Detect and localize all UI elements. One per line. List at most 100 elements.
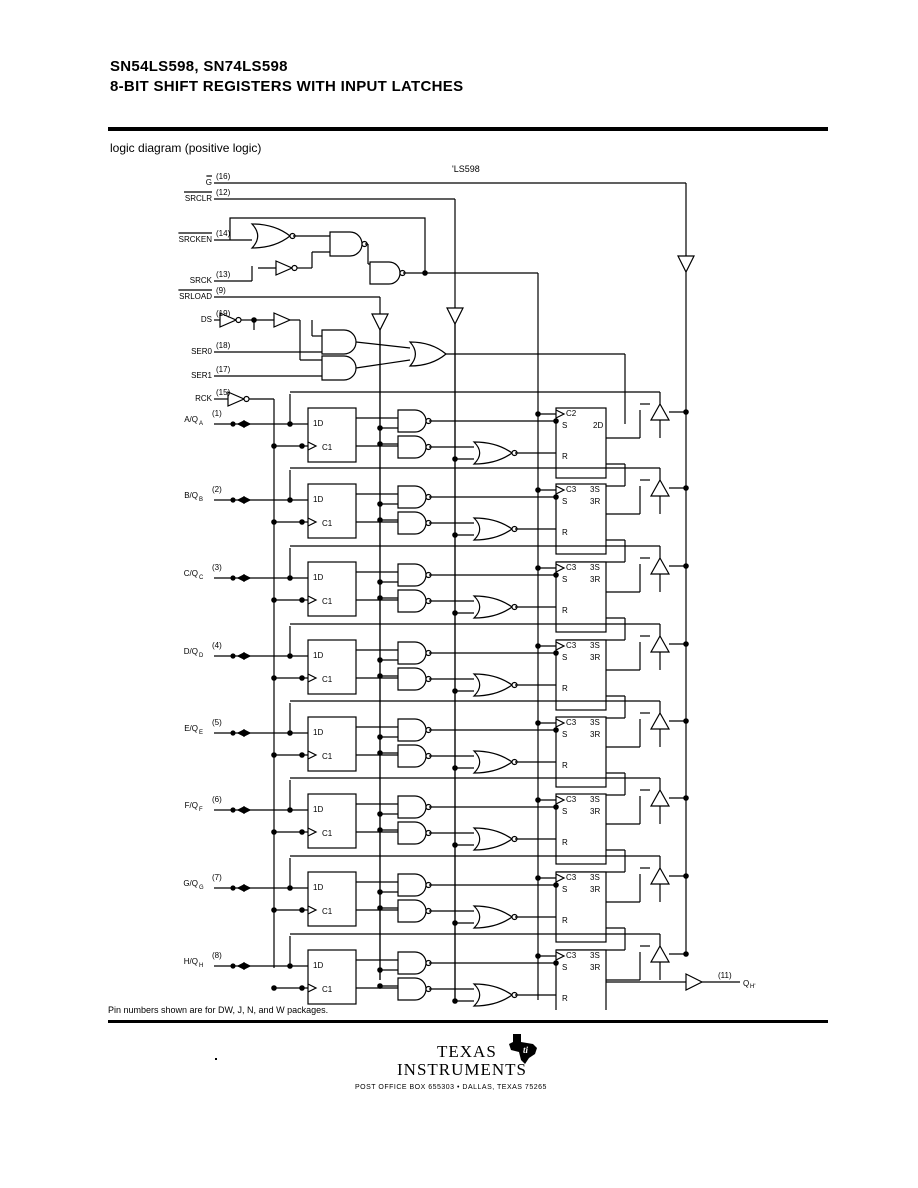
input-latch-b: [307, 483, 357, 539]
latch-c-label: C1: [322, 752, 333, 761]
input-latch-d: [307, 639, 357, 695]
junction-dot: [535, 487, 541, 493]
io-pin-label-g: G/Q: [183, 879, 198, 888]
io-pin-subscript: H: [199, 963, 203, 969]
io-pin-subscript: G: [199, 885, 204, 891]
junction-dot: [271, 829, 277, 835]
pin-number: (19): [216, 309, 231, 318]
junction-dot: [553, 572, 559, 578]
register-set-label: S: [562, 885, 567, 894]
wire: [229, 217, 426, 274]
pin-number: (4): [212, 641, 222, 650]
register-out-label: 3S: [590, 563, 600, 572]
junction-dot: [271, 519, 277, 525]
junction-dot: [271, 675, 277, 681]
clock-marker: [307, 827, 318, 837]
pin-number: (2): [212, 485, 222, 494]
reset-nand-gate: [397, 977, 427, 1001]
register-reset-label: R: [562, 528, 568, 537]
junction-dot: [553, 494, 559, 500]
input-label-g: G: [206, 178, 212, 187]
clock-marker: [555, 718, 566, 728]
texas-state-icon: ti: [509, 1034, 537, 1064]
input-label-ds: DS: [201, 315, 212, 324]
junction-dot: [683, 873, 689, 879]
ds-buffer: [273, 312, 292, 328]
latch-c-label: C1: [322, 829, 333, 838]
latch-c-label: C1: [322, 597, 333, 606]
srclr-buffer: [446, 307, 464, 326]
register-out-label: 3R: [590, 653, 600, 662]
junction-dot: [553, 960, 559, 966]
pin-number: (12): [216, 188, 231, 197]
io-pin-subscript: F: [199, 807, 203, 813]
latch-c-label: C1: [322, 519, 333, 528]
output-label: Q: [743, 979, 749, 988]
latch-d-label: 1D: [313, 651, 323, 660]
junction-dot: [271, 907, 277, 913]
input-latch-a: [307, 407, 357, 463]
latch-d-label: 1D: [313, 961, 323, 970]
shift-register-d: [555, 639, 607, 711]
junction-dot: [299, 907, 305, 913]
part-label: 'LS598: [452, 164, 480, 174]
pin-number: (1): [212, 409, 222, 418]
set-nand-gate: [397, 563, 427, 587]
pin-number: (9): [216, 286, 226, 295]
junction-dot: [535, 875, 541, 881]
clock-marker: [307, 905, 318, 915]
register-out-label: 3S: [590, 873, 600, 882]
company-address: POST OFFICE BOX 655303 • DALLAS, TEXAS 7…: [355, 1084, 547, 1091]
register-clock-label: C3: [566, 718, 577, 727]
latch-c-label: C1: [322, 675, 333, 684]
set-nand-gate: [397, 873, 427, 897]
pin-number: (18): [216, 341, 231, 350]
pin-number: (16): [216, 172, 231, 181]
register-set-label: S: [562, 421, 567, 430]
register-clock-label: C3: [566, 951, 577, 960]
clock-marker: [555, 873, 566, 883]
register-reset-label: R: [562, 606, 568, 615]
set-nand-gate: [397, 795, 427, 819]
junction-dot: [422, 270, 428, 276]
reset-nor-gate: [472, 517, 514, 541]
tristate-buffer-f: [649, 788, 671, 807]
pin-footnote: Pin numbers shown are for DW, J, N, and …: [108, 1005, 329, 1015]
ser-or-gate: [408, 341, 447, 367]
reset-nand-gate: [397, 511, 427, 535]
pin-number: (3): [212, 563, 222, 572]
srload-buffer: [371, 313, 389, 332]
register-clock-label: C3: [566, 795, 577, 804]
latch-d-label: 1D: [313, 883, 323, 892]
clock-marker: [555, 795, 566, 805]
junction-dot: [299, 519, 305, 525]
junction-dot: [299, 985, 305, 991]
input-latch-h: [307, 949, 357, 1005]
register-out-label: 3S: [590, 795, 600, 804]
junction-dot: [299, 829, 305, 835]
junction-dot: [271, 597, 277, 603]
pin-number: (15): [216, 388, 231, 397]
brand-name-line2: INSTRUMENTS: [397, 1060, 528, 1079]
srcken-gate: [250, 223, 291, 249]
srck-inverter: [275, 260, 294, 276]
register-reset-label: R: [562, 761, 568, 770]
junction-dot: [535, 720, 541, 726]
inversion-bubble: [235, 316, 242, 324]
output-pin-number: (11): [718, 971, 732, 980]
junction-dot: [535, 565, 541, 571]
input-latch-f: [307, 793, 357, 849]
register-out-label: 3S: [590, 951, 600, 960]
rck-inverter: [227, 391, 246, 407]
ser-and-gate-2: [321, 355, 357, 381]
set-nand-gate: [397, 951, 427, 975]
junction-dot: [299, 675, 305, 681]
datasheet-subtitle: 8-BIT SHIFT REGISTERS WITH INPUT LATCHES: [110, 78, 464, 95]
register-clock-label: C3: [566, 485, 577, 494]
page-mark: [215, 1058, 217, 1060]
clock-marker: [307, 673, 318, 683]
footer-rule: [108, 1020, 828, 1023]
clock-marker: [307, 595, 318, 605]
io-pin-label-a: A/Q: [184, 415, 198, 424]
clock-marker: [555, 563, 566, 573]
